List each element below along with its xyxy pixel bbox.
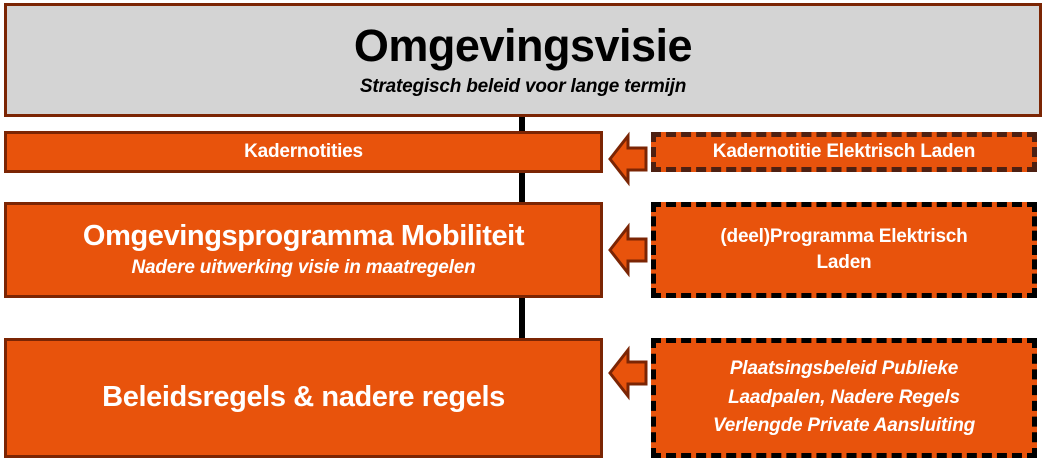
connector-line-segment-3 (519, 294, 525, 342)
left-arrow-icon-3 (608, 345, 648, 401)
plaatsingsbeleid-box: Plaatsingsbeleid Publieke Laadpalen, Nad… (651, 338, 1037, 458)
kadernotitie-elektrisch-laden-box: Kadernotitie Elektrisch Laden (651, 132, 1037, 172)
plaatsingsbeleid-line1: Plaatsingsbeleid Publieke (729, 358, 959, 380)
omgevingsprogramma-mobiliteit-subtitle: Nadere uitwerking visie in maatregelen (131, 257, 476, 279)
omgevingsprogramma-mobiliteit-box: Omgevingsprogramma Mobiliteit Nadere uit… (4, 202, 603, 298)
plaatsingsbeleid-line3: Verlengde Private Aansluiting (712, 415, 976, 437)
beleidsregels-box: Beleidsregels & nadere regels (4, 338, 603, 458)
omgevingsprogramma-mobiliteit-label: Omgevingsprogramma Mobiliteit (82, 219, 525, 252)
kadernotitie-elektrisch-laden-label: Kadernotitie Elektrisch Laden (712, 141, 976, 163)
kadernotities-label: Kadernotities (244, 141, 363, 162)
beleidsregels-label: Beleidsregels & nadere regels (102, 381, 505, 414)
page-subtitle: Strategisch beleid voor lange termijn (359, 75, 687, 97)
deelprogramma-elektrisch-laden-line1: (deel)Programma Elektrisch (720, 226, 968, 248)
connector-line-segment-1 (519, 117, 525, 135)
deelprogramma-elektrisch-laden-line2: Laden (816, 252, 872, 273)
kadernotities-box: Kadernotities (4, 131, 603, 173)
connector-line-segment-2 (519, 170, 525, 206)
plaatsingsbeleid-line2: Laadpalen, Nadere Regels (728, 386, 960, 408)
page-title: Omgevingsvisie (353, 20, 693, 72)
deelprogramma-elektrisch-laden-box: (deel)Programma Elektrisch Laden (651, 202, 1037, 298)
left-arrow-icon-1 (608, 131, 648, 187)
left-arrow-icon-2 (608, 222, 648, 278)
omgevingsvisie-box: Omgevingsvisie Strategisch beleid voor l… (4, 3, 1042, 117)
